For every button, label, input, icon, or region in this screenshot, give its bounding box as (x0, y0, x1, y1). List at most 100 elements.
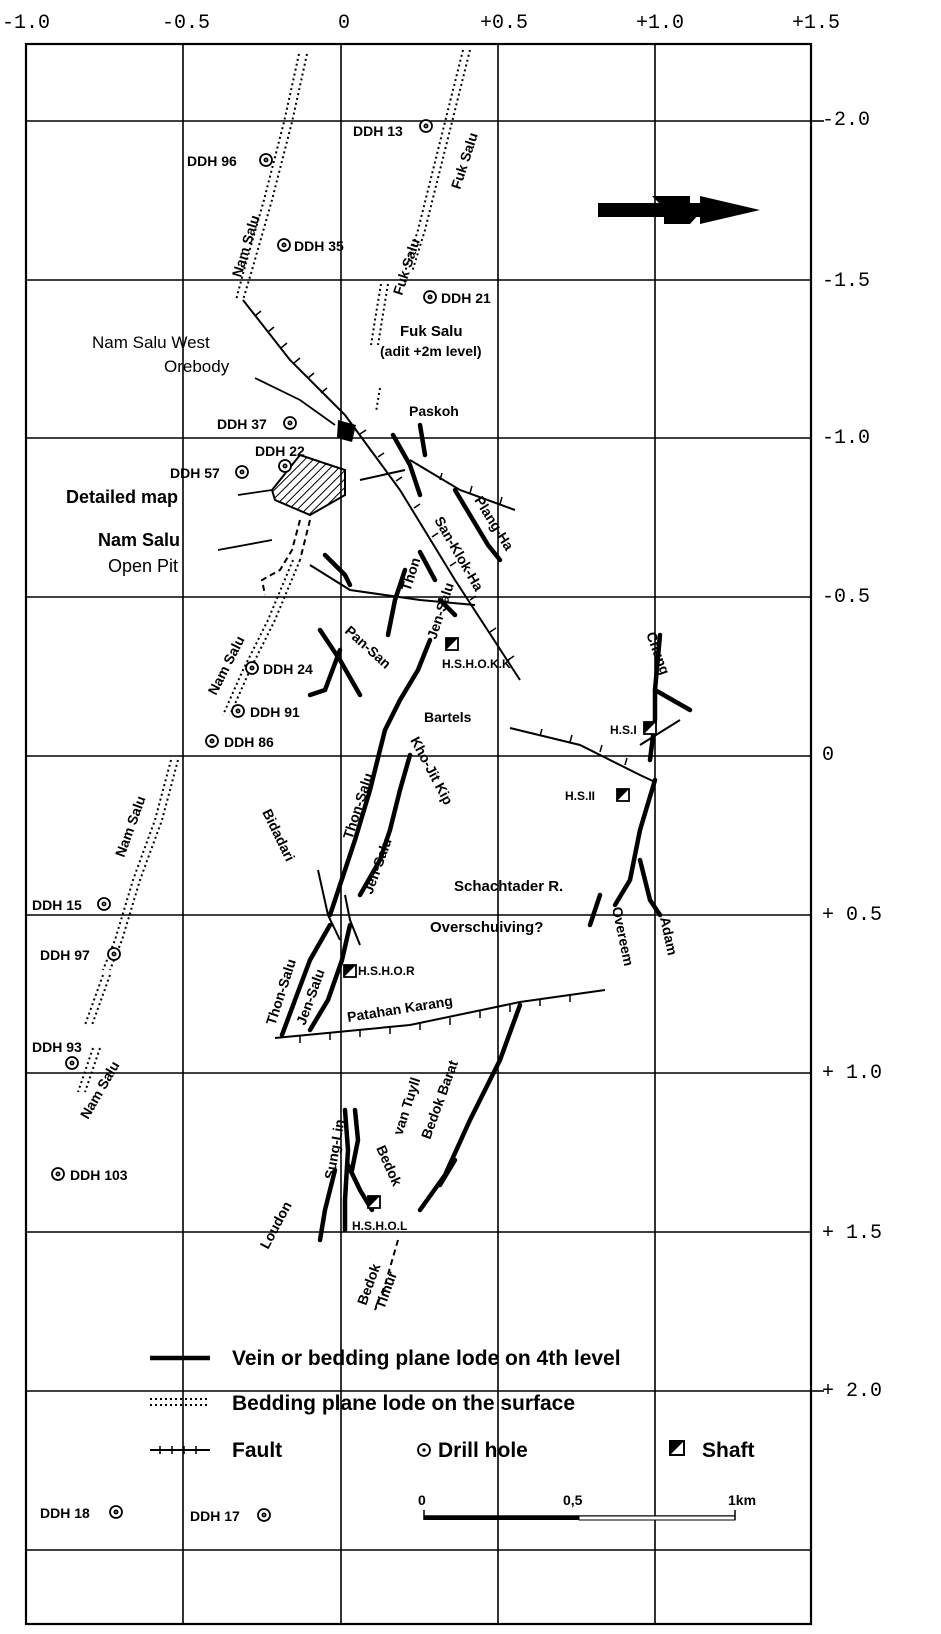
feature-label: H.S.H.O.L (352, 1219, 407, 1233)
drill-hole-icon (419, 119, 433, 133)
right-axis-label: + 1.0 (822, 1062, 882, 1085)
feature-label: Overschuiving? (430, 919, 543, 936)
feature-label: Open Pit (108, 556, 178, 576)
feature-label: Detailed map (66, 487, 178, 507)
legend-bedding-symbol (150, 1398, 210, 1406)
feature-label: Schachtader R. (454, 878, 563, 895)
drill-hole-icon (283, 416, 297, 430)
right-axis: -2.0 -1.5 -1.0 -0.5 0 + 0.5 + 1.0 + 1.5 … (822, 109, 882, 1403)
drill-hole-label: DDH 18 (40, 1505, 90, 1521)
leader-lines (217, 377, 336, 551)
drill-hole-icon (109, 1505, 123, 1519)
map-labels: Nam Salu Nam Salu Nam Salu Nam Salu Fuk … (66, 130, 681, 1311)
top-axis-label: +0.5 (480, 12, 528, 35)
feature-label: Thon (398, 555, 424, 592)
shaft-icon (343, 964, 357, 978)
drill-hole-label: DDH 57 (170, 465, 220, 481)
feature-label: Chung (643, 630, 673, 677)
feature-label: Nam Salu West (92, 333, 210, 352)
top-axis-label: +1.0 (636, 12, 684, 35)
scale-end: 1km (728, 1492, 756, 1508)
feature-label: H.S.H.O.R (358, 964, 415, 978)
legend-shaft-label: Shaft (702, 1439, 755, 1462)
feature-label: H.S.I (610, 723, 637, 737)
drill-hole-icon (51, 1167, 65, 1181)
legend: Vein or bedding plane lode on 4th level … (150, 1347, 755, 1462)
top-axis-label: +1.5 (792, 12, 840, 35)
drill-hole-label: DDH 35 (294, 238, 344, 254)
shaft-icon (643, 721, 657, 735)
shaft-icon (616, 788, 630, 802)
feature-label: Kho-Jit Kip (407, 734, 456, 807)
feature-label: Bartels (424, 709, 472, 725)
top-axis: -1.0 -0.5 0 +0.5 +1.0 +1.5 (2, 12, 840, 35)
grid (26, 44, 824, 1624)
feature-label: H.S.H.O.K.K (442, 657, 511, 671)
drill-hole-label: DDH 13 (353, 123, 403, 139)
feature-label: Nam Salu (98, 530, 180, 550)
drill-hole-label: DDH 97 (40, 947, 90, 963)
legend-fault-label: Fault (232, 1439, 282, 1462)
feature-label: Thon-Salu (340, 771, 376, 841)
drill-hole-icon (245, 661, 259, 675)
drill-hole-icon (205, 734, 219, 748)
right-axis-label: + 0.5 (822, 904, 882, 927)
legend-vein-label: Vein or bedding plane lode on 4th level (232, 1347, 621, 1370)
drill-hole-label: DDH 15 (32, 897, 82, 913)
drill-hole-label: DDH 22 (255, 443, 305, 459)
faults (242, 299, 681, 1043)
feature-label: Paskoh (409, 403, 459, 419)
drill-holes: DDH 13 DDH 96 DDH 35 DDH 21 DDH 37 DDH 2… (32, 119, 491, 1524)
scale-zero: 0 (418, 1492, 426, 1508)
feature-label: Jen-Salu (360, 836, 395, 896)
surface-lodes (77, 49, 471, 1093)
scale-mid: 0,5 (563, 1492, 583, 1508)
feature-label: Nam Salu (229, 213, 263, 279)
right-axis-label: -2.0 (822, 109, 870, 132)
drill-hole-icon (97, 897, 111, 911)
scale-bar: 0 0,5 1km (418, 1492, 756, 1521)
feature-label: Nam Salu (112, 794, 149, 859)
north-arrow-icon (598, 196, 760, 224)
drill-hole-icon (231, 704, 245, 718)
right-axis-label: -1.0 (822, 427, 870, 450)
legend-shaft-icon (669, 1440, 685, 1456)
drill-hole-label: DDH 17 (190, 1508, 240, 1524)
feature-label: Pan-San (342, 622, 394, 671)
feature-label: Thon-Salu (263, 957, 299, 1027)
drill-hole-label: DDH 37 (217, 416, 267, 432)
top-axis-label: 0 (338, 12, 350, 35)
feature-label: Bedok (373, 1143, 405, 1189)
right-axis-label: + 2.0 (822, 1380, 882, 1403)
legend-drill-hole-icon (417, 1443, 431, 1457)
feature-label: Fuk Salu (400, 323, 463, 340)
top-axis-label: -0.5 (162, 12, 210, 35)
drill-hole-label: DDH 21 (441, 290, 491, 306)
drill-hole-label: DDH 103 (70, 1167, 128, 1183)
right-axis-label: 0 (822, 744, 834, 767)
drill-hole-icon (423, 290, 437, 304)
feature-label: van Tuyll (390, 1075, 424, 1137)
feature-label: Loudon (257, 1199, 295, 1252)
feature-label: Bedok Barat (418, 1058, 461, 1141)
drill-hole-label: DDH 24 (263, 661, 313, 677)
top-axis-label: -1.0 (2, 12, 50, 35)
map-frame (24, 42, 813, 1626)
drill-hole-icon (277, 238, 291, 252)
drill-hole-icon (107, 947, 121, 961)
feature-label: Nam Salu (77, 1058, 123, 1121)
feature-label: Sung-Lin (321, 1118, 347, 1181)
right-axis-label: + 1.5 (822, 1222, 882, 1245)
drill-hole-icon (257, 1508, 271, 1522)
feature-label: Fuk Salu (448, 130, 481, 190)
shaft-icon (367, 1195, 381, 1209)
drill-hole-label: DDH 96 (187, 153, 237, 169)
feature-label: (adit +2m level) (380, 343, 482, 359)
feature-label: Bidadari (259, 806, 298, 863)
feature-label: Fuk Salu (390, 236, 423, 296)
drill-hole-label: DDH 91 (250, 704, 300, 720)
drill-hole-icon (65, 1056, 79, 1070)
legend-bedding-label: Bedding plane lode on the surface (232, 1392, 575, 1415)
legend-drill-hole-label: Drill hole (438, 1439, 528, 1462)
